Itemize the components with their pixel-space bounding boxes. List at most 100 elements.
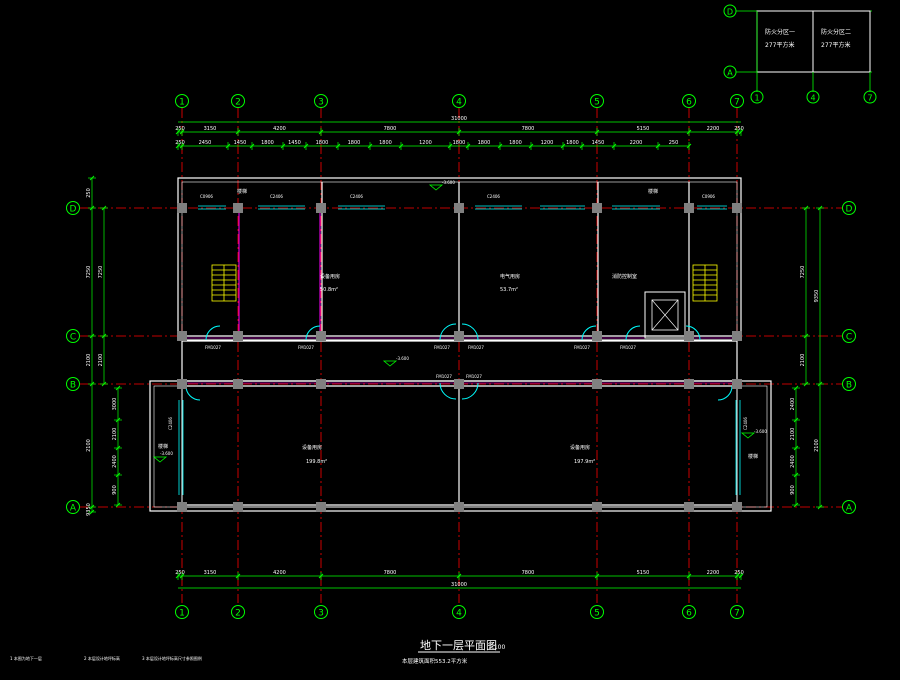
- stairs: [211, 264, 718, 302]
- column: [316, 331, 326, 341]
- dimension-label: 2100: [814, 439, 820, 452]
- axis-label: A: [70, 504, 77, 514]
- axis-label: C: [846, 333, 852, 343]
- column: [454, 502, 464, 512]
- column: [177, 331, 187, 341]
- keyplan-cell-text: 防火分区一: [765, 28, 795, 36]
- axis-label: 2: [235, 609, 241, 619]
- dimension-label: 7800: [522, 570, 535, 576]
- svg-text:FM1027: FM1027: [436, 374, 452, 379]
- room-area: 199.8m²: [306, 459, 327, 465]
- dimension-label: 4200: [273, 126, 286, 132]
- axis-label: D: [846, 205, 853, 215]
- window-labels: C0906 C2406 C2406 C2406 C0906 C2406 C240…: [168, 194, 748, 430]
- keyplan-cell-text: 277平方米: [821, 41, 850, 49]
- dimension-label: 1800: [478, 140, 491, 146]
- windows: [178, 205, 741, 495]
- dimension-label: 1800: [261, 140, 274, 146]
- keyplan-axis-label: D: [727, 8, 733, 17]
- room-name: 楼梯: [748, 453, 758, 460]
- dimension-label: 31000: [451, 116, 467, 122]
- room-name: 设备用房: [320, 273, 340, 280]
- axis-bubble: [314, 94, 328, 108]
- drawing-scale: 1:100: [488, 644, 505, 651]
- column: [732, 379, 742, 389]
- axis-bubble: [590, 605, 604, 619]
- dimension-label: 9350: [814, 290, 820, 303]
- axis-label: B: [70, 381, 76, 391]
- dimension-label: 1800: [453, 140, 466, 146]
- dimension-label: 2100: [790, 428, 796, 441]
- dimension-label: 250: [86, 188, 92, 198]
- svg-text:C2406: C2406: [350, 194, 363, 199]
- axis-label: 6: [686, 98, 692, 108]
- axis-bubble: [66, 201, 80, 215]
- keyplan-col-label: 1: [754, 94, 759, 103]
- axis-bubble: [175, 94, 189, 108]
- dimension-label: 2450: [199, 140, 212, 146]
- column: [177, 379, 187, 389]
- axis-label: 3: [318, 98, 324, 108]
- dimension-label: 2400: [790, 455, 796, 468]
- dimension-label: 2200: [630, 140, 643, 146]
- dimension-label: 4200: [273, 570, 286, 576]
- dimension-label: 7250: [98, 266, 104, 279]
- column: [454, 203, 464, 213]
- key-plan: D A 防火分区一 277平方米 防火分区二 277平方米 1 4 7: [723, 4, 877, 104]
- svg-text:FM1027: FM1027: [468, 345, 484, 350]
- axis-label: C: [70, 333, 76, 343]
- axis-bubble: [842, 201, 856, 215]
- axis-bubble: [590, 94, 604, 108]
- dimension-label: 1200: [541, 140, 554, 146]
- axis-label: 3: [318, 609, 324, 619]
- axis-label: 5: [594, 609, 600, 619]
- dimension-label: 2100: [86, 439, 92, 452]
- axis-bubble: [842, 500, 856, 514]
- svg-text:FM1027: FM1027: [574, 345, 590, 350]
- dimension-label: 2200: [707, 126, 720, 132]
- dimension-label: 1800: [316, 140, 329, 146]
- room-name: 设备用房: [570, 444, 590, 451]
- room-name: 电气用房: [500, 273, 520, 280]
- room-name: 楼梯: [237, 188, 247, 195]
- svg-text:FM1027: FM1027: [434, 345, 450, 350]
- axis-bubble: [842, 329, 856, 343]
- room-labels: 楼梯 设备用房 50.8m² 电气用房 53.7m² 消防控制室 楼梯 设备用房…: [158, 188, 758, 465]
- axis-bubble: [231, 605, 245, 619]
- dimension-label: 1450: [288, 140, 301, 146]
- svg-text:FM1027: FM1027: [298, 345, 314, 350]
- dimension-label: 3000: [112, 398, 118, 411]
- axis-label: B: [846, 381, 852, 391]
- dimension-label: 1800: [566, 140, 579, 146]
- axis-bubble: [730, 605, 744, 619]
- dimension-label: 2100: [112, 428, 118, 441]
- column: [233, 502, 243, 512]
- dimension-label: 250: [669, 140, 679, 146]
- drawing-subtitle: 本层建筑面积553.2平方米: [402, 657, 468, 665]
- dimension-label: 1450: [234, 140, 247, 146]
- column: [592, 502, 602, 512]
- dimension-label: 7250: [800, 266, 806, 279]
- keyplan-cell-text: 277平方米: [765, 41, 794, 49]
- svg-text:FM1027: FM1027: [620, 345, 636, 350]
- room-name: 设备用房: [302, 444, 322, 451]
- room-area: 53.7m²: [500, 287, 518, 293]
- svg-text:C2406: C2406: [487, 194, 500, 199]
- door-labels: FM1027 FM1027 FM1027 FM1027 FM1027 FM102…: [205, 345, 636, 379]
- column: [177, 203, 187, 213]
- axis-bubble: [730, 94, 744, 108]
- dimension-label: 2100: [800, 354, 806, 367]
- column: [732, 331, 742, 341]
- dimension-label: 1450: [592, 140, 605, 146]
- dimension-label: 3150: [204, 570, 217, 576]
- dimension-label: 1800: [379, 140, 392, 146]
- footnote: 1 本图为地下一层: [10, 655, 42, 661]
- axis-bubble: [452, 94, 466, 108]
- column: [316, 203, 326, 213]
- svg-text:C2406: C2406: [743, 417, 748, 430]
- dimension-label: 2400: [112, 455, 118, 468]
- column: [684, 379, 694, 389]
- footnote: 2 本层设计地坪标高: [84, 655, 120, 661]
- footnotes: 1 本图为地下一层 2 本层设计地坪标高 3 本层设计地坪标高尺寸参照图例: [10, 655, 202, 661]
- dimension-label: 250: [734, 570, 744, 576]
